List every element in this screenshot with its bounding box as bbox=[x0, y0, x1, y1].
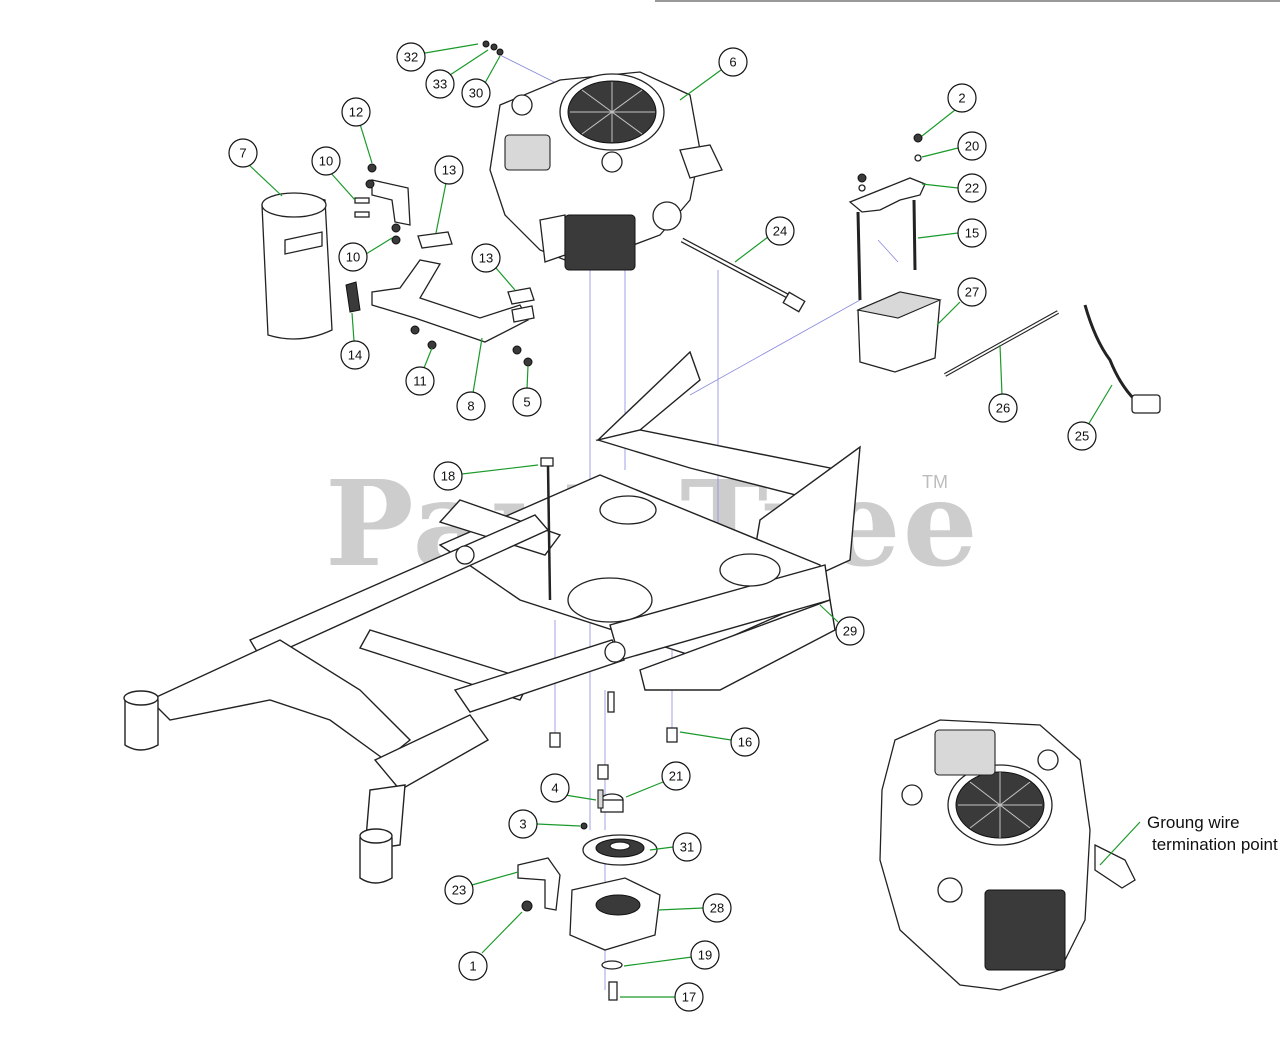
svg-text:10: 10 bbox=[319, 154, 333, 169]
svg-text:32: 32 bbox=[404, 50, 418, 65]
svg-text:15: 15 bbox=[965, 226, 979, 241]
callout-6[interactable]: 6 bbox=[679, 47, 748, 101]
callout-5[interactable]: 5 bbox=[512, 365, 542, 417]
callout-27[interactable]: 27 bbox=[936, 277, 987, 326]
frame-part bbox=[123, 350, 861, 884]
callout-8[interactable]: 8 bbox=[456, 337, 486, 421]
svg-text:14: 14 bbox=[348, 348, 362, 363]
callout-19[interactable]: 19 bbox=[623, 940, 720, 970]
callout-21[interactable]: 21 bbox=[625, 761, 691, 798]
pto-clutch-assembly-part bbox=[517, 789, 661, 1001]
muffler-part bbox=[261, 192, 333, 340]
svg-text:2: 2 bbox=[958, 91, 965, 106]
callout-29[interactable]: 29 bbox=[819, 604, 865, 646]
svg-text:1: 1 bbox=[469, 959, 476, 974]
muffler-bracket-part bbox=[354, 163, 411, 245]
battery-hold-down-part bbox=[848, 133, 926, 301]
callout-10-upper[interactable]: 10 bbox=[311, 146, 356, 201]
svg-text:4: 4 bbox=[551, 781, 558, 796]
svg-text:30: 30 bbox=[469, 86, 483, 101]
callout-10-lower[interactable]: 10 bbox=[338, 237, 393, 272]
battery-cable-part bbox=[680, 237, 806, 313]
callout-30[interactable]: 30 bbox=[461, 55, 501, 108]
svg-text:28: 28 bbox=[710, 901, 724, 916]
svg-text:7: 7 bbox=[239, 146, 246, 161]
callout-4[interactable]: 4 bbox=[540, 773, 597, 803]
svg-text:33: 33 bbox=[433, 77, 447, 92]
watermark-tm: TM bbox=[922, 472, 948, 492]
svg-text:12: 12 bbox=[349, 105, 363, 120]
callout-25[interactable]: 25 bbox=[1067, 384, 1113, 451]
callout-13-lower[interactable]: 13 bbox=[471, 243, 516, 291]
callout-16[interactable]: 16 bbox=[679, 727, 760, 757]
callout-26[interactable]: 26 bbox=[988, 344, 1018, 423]
svg-text:8: 8 bbox=[467, 399, 474, 414]
callout-28[interactable]: 28 bbox=[657, 893, 732, 923]
svg-text:22: 22 bbox=[965, 181, 979, 196]
callout-17[interactable]: 17 bbox=[620, 982, 704, 1012]
callout-3[interactable]: 3 bbox=[508, 809, 581, 839]
frame-bolts-part bbox=[540, 457, 678, 780]
engine-detail-view bbox=[879, 719, 1136, 991]
engine-hardware-part bbox=[482, 40, 504, 56]
harness-part bbox=[1083, 304, 1161, 414]
svg-text:6: 6 bbox=[729, 55, 736, 70]
svg-text:29: 29 bbox=[843, 624, 857, 639]
svg-text:5: 5 bbox=[523, 395, 530, 410]
svg-text:13: 13 bbox=[479, 251, 493, 266]
callout-14[interactable]: 14 bbox=[340, 312, 370, 370]
callout-33[interactable]: 33 bbox=[425, 49, 489, 99]
svg-text:31: 31 bbox=[680, 840, 694, 855]
callout-1[interactable]: 1 bbox=[458, 911, 523, 981]
exhaust-pipe-part bbox=[371, 231, 535, 367]
svg-text:26: 26 bbox=[996, 401, 1010, 416]
note-line-1: Groung wire bbox=[1147, 813, 1240, 832]
clamp-part bbox=[345, 281, 361, 313]
callout-20[interactable]: 20 bbox=[921, 131, 987, 161]
callout-11[interactable]: 11 bbox=[405, 347, 435, 396]
svg-text:10: 10 bbox=[346, 250, 360, 265]
ground-wire-note: Groung wire termination point bbox=[1099, 813, 1278, 866]
note-line-2: termination point bbox=[1152, 835, 1278, 854]
callout-7[interactable]: 7 bbox=[228, 138, 283, 197]
svg-text:11: 11 bbox=[413, 374, 427, 389]
callout-32[interactable]: 32 bbox=[396, 42, 479, 72]
callout-23[interactable]: 23 bbox=[444, 871, 519, 905]
svg-text:16: 16 bbox=[738, 735, 752, 750]
callout-22[interactable]: 22 bbox=[921, 173, 987, 203]
callout-31[interactable]: 31 bbox=[649, 832, 702, 862]
svg-text:21: 21 bbox=[669, 769, 683, 784]
engine-part bbox=[489, 71, 723, 271]
svg-text:17: 17 bbox=[682, 990, 696, 1005]
callout-15[interactable]: 15 bbox=[917, 218, 987, 248]
svg-text:13: 13 bbox=[442, 163, 456, 178]
svg-text:27: 27 bbox=[965, 285, 979, 300]
ground-cable-part bbox=[944, 310, 1059, 377]
callout-13-upper[interactable]: 13 bbox=[434, 155, 464, 234]
callout-18[interactable]: 18 bbox=[433, 461, 539, 491]
svg-text:24: 24 bbox=[773, 224, 787, 239]
callout-24[interactable]: 24 bbox=[734, 216, 795, 263]
callout-12[interactable]: 12 bbox=[341, 97, 373, 164]
svg-text:25: 25 bbox=[1075, 429, 1089, 444]
svg-text:3: 3 bbox=[519, 817, 526, 832]
svg-text:19: 19 bbox=[698, 948, 712, 963]
svg-text:23: 23 bbox=[452, 883, 466, 898]
svg-text:18: 18 bbox=[441, 469, 455, 484]
callout-2[interactable]: 2 bbox=[921, 83, 977, 137]
svg-text:20: 20 bbox=[965, 139, 979, 154]
battery-part bbox=[856, 291, 942, 373]
